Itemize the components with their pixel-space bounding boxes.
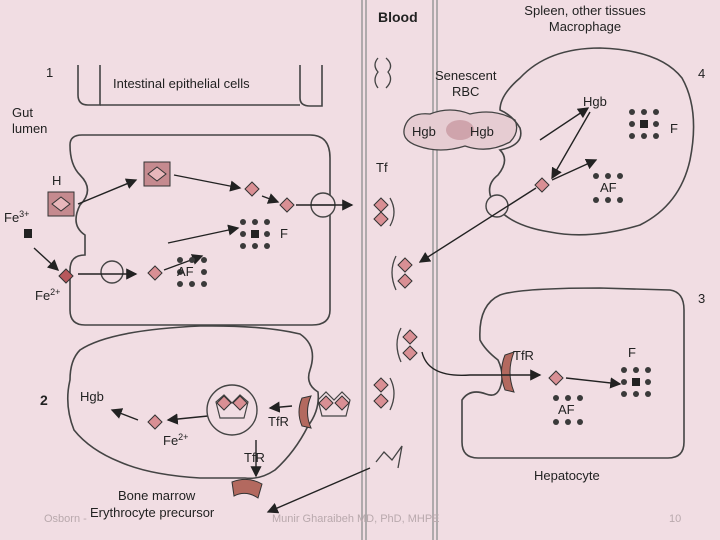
transferrin-delivery-arrow	[266, 467, 371, 514]
cytoplasm-iron	[147, 265, 163, 281]
hepatocyte-storage-arrow	[565, 377, 622, 389]
hepatocyte-label: Hepatocyte	[534, 468, 600, 483]
panel-number-1: 1	[46, 65, 53, 80]
macrophage-hgb-label: Hgb	[583, 94, 607, 109]
heme-uptake-arrow	[77, 178, 138, 205]
marrow-hgb-label: Hgb	[80, 389, 104, 404]
hepatocyte-membrane	[461, 287, 685, 459]
fe2-lumen-iron	[58, 268, 74, 284]
heme-label: H	[52, 173, 61, 188]
hepatocyte-apoferritin-label: AF	[558, 402, 575, 417]
marrow-fe2-label: Fe2+	[163, 432, 188, 448]
rbc-hgb-left: Hgb	[412, 124, 436, 139]
dmt1-transporter	[100, 260, 124, 284]
apoferritin-cluster	[593, 173, 623, 203]
marrow-transferrin-receptor	[298, 395, 312, 429]
fe3-reduction-arrow	[33, 247, 60, 271]
heme-to-iron-arrow	[173, 174, 242, 192]
macrophage-header: Macrophage	[549, 19, 621, 34]
heme-box-cytoplasm	[143, 161, 171, 187]
rbc-hgb-right: Hgb	[470, 124, 494, 139]
slide-number: 10	[669, 513, 681, 525]
apoferritin-cluster	[177, 257, 207, 287]
hgb-phagocytosis-arrow	[539, 107, 590, 141]
heme-box	[47, 191, 75, 217]
ferritin-cluster	[629, 109, 659, 139]
hepatocyte-transferrin-receptor	[501, 351, 515, 393]
erythrocyte-precursor-label: Erythrocyte precursor	[90, 505, 215, 520]
endosome-iron-release-arrow	[166, 413, 209, 425]
apoferritin-label: AF	[177, 264, 194, 279]
footer-source: Osborn -	[44, 513, 87, 525]
hgb-to-iron-arrow	[551, 111, 591, 180]
footer-author: Munir Gharaibeh MD, PhD, MHPE	[272, 513, 440, 525]
fe2-label: Fe2+	[35, 287, 60, 303]
macrophage-apoferritin-label: AF	[600, 180, 617, 195]
senescent-label-2: RBC	[452, 84, 479, 99]
transferrin-loaded	[373, 197, 395, 227]
epithelial-cell-membrane	[69, 134, 331, 326]
panel-number-2: 2	[40, 392, 48, 408]
hepatocyte-iron	[548, 370, 564, 386]
bone-marrow-label: Bone marrow	[118, 488, 196, 503]
gut-lumen-label-2: lumen	[12, 121, 47, 136]
apoferritin-cluster	[553, 395, 583, 425]
macrophage-ferritin-label: F	[670, 121, 678, 136]
hepatocyte-tfr-label: TfR	[513, 348, 534, 363]
transferrin-empty	[374, 57, 392, 89]
receptor-endocytosis-arrow	[268, 401, 293, 413]
iron-diamond	[279, 197, 295, 213]
iron-to-ferritin-arrow-2	[167, 224, 240, 244]
hgb-synthesis-arrow	[110, 408, 139, 421]
intestinal-cell	[69, 65, 331, 326]
transferrin-loaded	[391, 255, 413, 291]
erythrocyte-precursor-membrane	[66, 325, 320, 480]
gut-lumen-label-1: Gut	[12, 105, 33, 120]
marrow-tfr-lower-label: TfR	[244, 450, 265, 465]
iron-to-ferritin-arrow	[163, 254, 204, 271]
spleen-header: Spleen, other tissues	[524, 3, 646, 18]
fe3-label: Fe3+	[4, 209, 29, 225]
microvillus	[299, 65, 323, 107]
marrow-lower-transferrin-receptor	[231, 478, 263, 499]
transferrin-loaded	[373, 377, 395, 411]
ferritin-cluster	[240, 219, 270, 249]
panel-number-3: 3	[698, 291, 705, 306]
marrow-iron	[147, 414, 163, 430]
iron-diamond	[244, 181, 260, 197]
endosome	[206, 384, 258, 436]
blood-vessel	[361, 0, 438, 540]
panel-number-4: 4	[698, 66, 705, 81]
iron-to-export-arrow	[261, 193, 280, 204]
ferritin-label: F	[280, 226, 288, 241]
fe3-marker	[24, 229, 32, 238]
transferrin-label: Tf	[376, 160, 388, 175]
transferrin-docked	[317, 391, 351, 417]
hepatocyte-ferritin-label: F	[628, 345, 636, 360]
macrophage-iron-release-arrow	[418, 187, 537, 263]
marrow-tfr-inner-label: TfR	[268, 414, 289, 429]
blood-header: Blood	[378, 9, 418, 25]
transferrin-empty-returning	[375, 445, 403, 469]
microvillus	[77, 65, 101, 106]
iron-storage-arrow	[551, 158, 598, 181]
transferrin-uptake-arrow	[421, 351, 542, 381]
ferritin-cluster	[621, 367, 651, 397]
macrophage-iron	[534, 177, 550, 193]
macrophage-membrane	[488, 47, 695, 236]
intestinal-cells-label: Intestinal epithelial cells	[113, 76, 250, 91]
transferrin-loaded	[396, 327, 418, 363]
senescent-label-1: Senescent	[435, 68, 497, 83]
